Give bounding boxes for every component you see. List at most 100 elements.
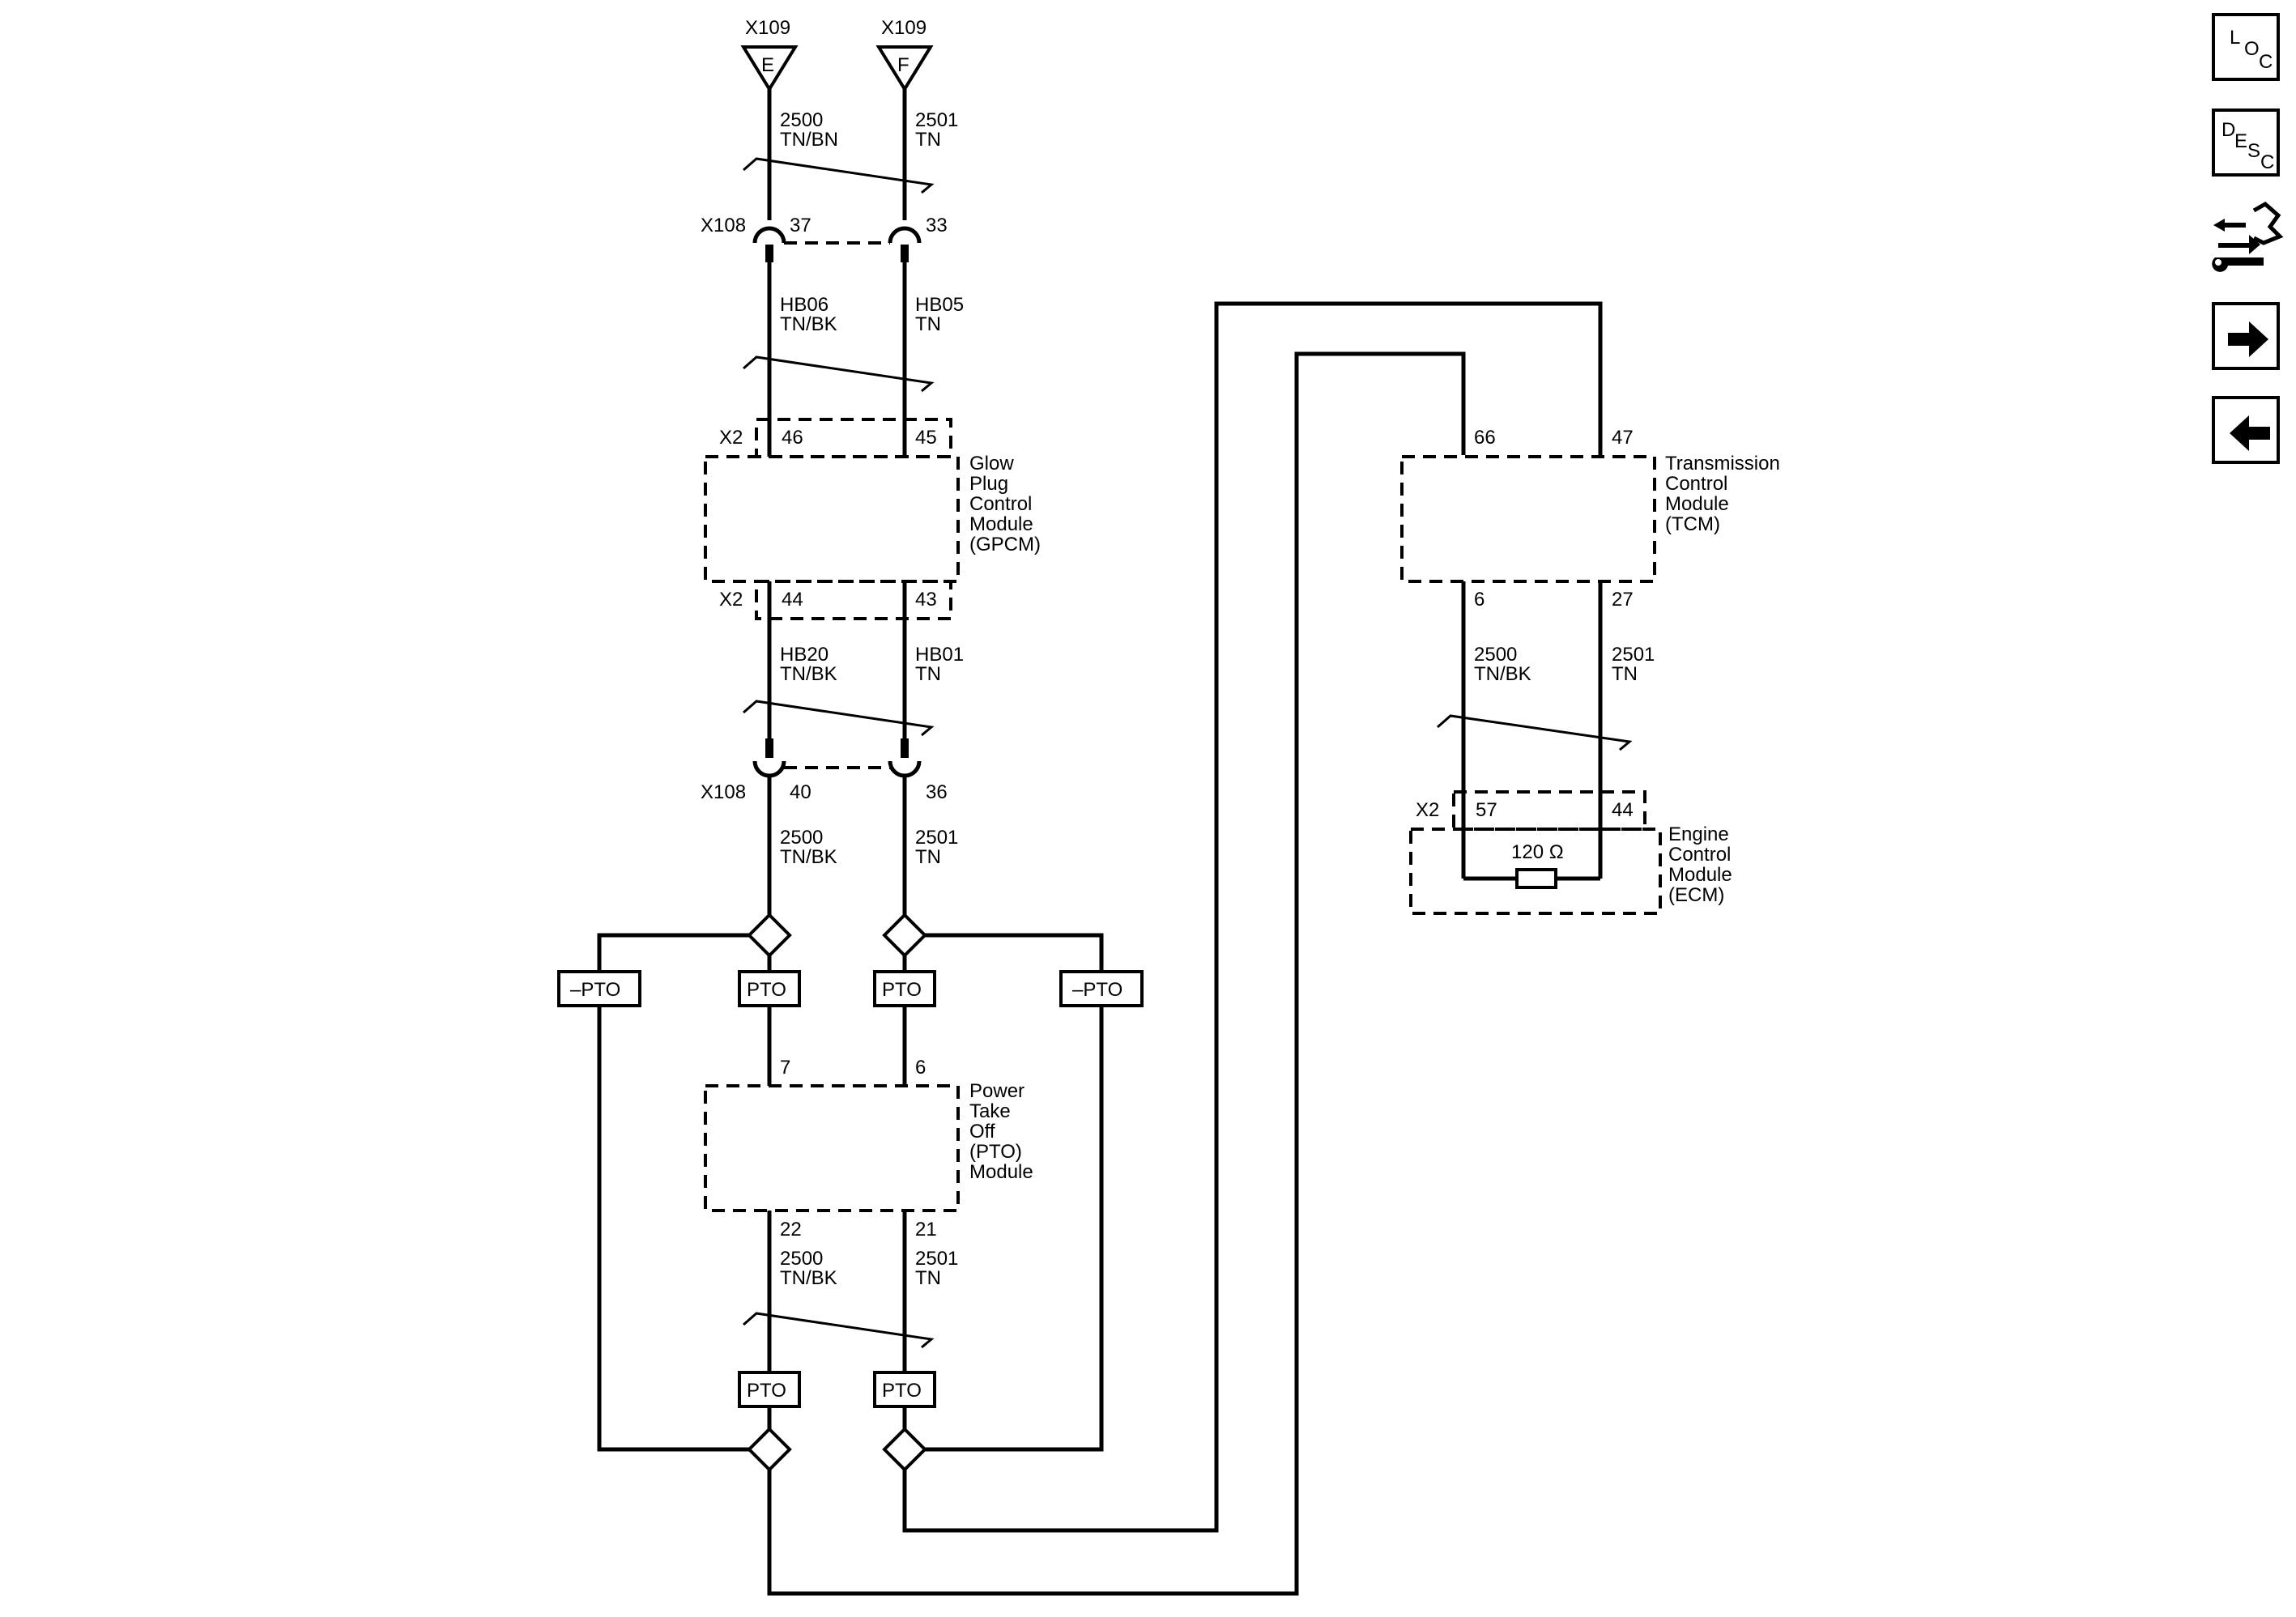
wire-hb20-circuit: HB20 xyxy=(780,644,829,666)
option-pto-left-lower[interactable]: PTO xyxy=(738,1371,801,1408)
loc-icon: L O C xyxy=(2230,27,2273,73)
connector-x108-bottom[interactable]: X108 40 36 xyxy=(701,738,948,803)
female-terminal-left xyxy=(752,226,786,244)
gpcm-label-4: Module xyxy=(969,513,1033,535)
connector-x108-bottom-pin-right: 36 xyxy=(926,781,948,803)
wire-hb05-circuit: HB05 xyxy=(915,294,964,316)
desc-icon: D E S C xyxy=(2221,119,2274,173)
option-pto-right-label: PTO xyxy=(882,979,922,1001)
pto-pin-7: 7 xyxy=(780,1057,790,1079)
connector-x109-f[interactable]: X109 F xyxy=(875,17,934,92)
connector-tool-button[interactable] xyxy=(2207,198,2285,275)
gpcm-label-1: Glow xyxy=(969,453,1014,474)
option-merge-right xyxy=(882,1427,927,1472)
male-terminal-left-2 xyxy=(765,738,773,758)
wire-2500-mid-color: TN/BK xyxy=(780,846,837,868)
next-button[interactable] xyxy=(2212,302,2280,370)
connector-x108-bottom-pin-left: 40 xyxy=(790,781,811,803)
option-pto-right-lower[interactable]: PTO xyxy=(873,1371,936,1408)
option-pto-right-lower-box xyxy=(873,1371,936,1408)
tcm-pin-66: 66 xyxy=(1474,427,1496,449)
wire-tcm-right-color: TN xyxy=(1612,663,1638,685)
loc-icon-letter-o: O xyxy=(2244,38,2260,60)
tcm-label-1: Transmission xyxy=(1665,453,1780,474)
option-pto-left[interactable]: PTO xyxy=(738,970,801,1007)
desc-icon-letter-d: D xyxy=(2221,119,2235,141)
desc-icon-letter-e: E xyxy=(2234,130,2247,152)
tcm-pin-6: 6 xyxy=(1474,589,1485,611)
wire-pto-right-circuit: 2501 xyxy=(915,1248,958,1270)
male-terminal-right xyxy=(901,245,909,262)
resistor-value: 120 Ω xyxy=(1511,841,1564,863)
option-nopto-right-label: –PTO xyxy=(1072,979,1122,1001)
twisted-pair-marker-3 xyxy=(743,700,935,737)
wire-2501-mid-circuit: 2501 xyxy=(915,827,958,849)
pto-module[interactable]: 7 6 22 21 Power Take Off (PTO) Module xyxy=(704,1057,1033,1240)
connector-x108-bottom-label: X108 xyxy=(701,781,746,803)
gpcm-module[interactable]: X2 46 45 X2 44 43 Glow Plug Control Modu… xyxy=(704,418,1041,620)
wire-2500-mid-circuit: 2500 xyxy=(780,827,823,849)
gpcm-pin-46: 46 xyxy=(782,427,803,449)
ecm-connector-label: X2 xyxy=(1416,799,1439,821)
tcm-label-2: Control xyxy=(1665,473,1727,495)
resistor-icon xyxy=(1515,868,1557,889)
wire-2501-top-color: TN xyxy=(915,129,941,151)
ecm-module[interactable]: X2 57 44 120 Ω Engine Control Module (EC… xyxy=(1409,790,1732,915)
option-pto-left-label: PTO xyxy=(747,979,786,1001)
arrow-left-icon xyxy=(2230,415,2270,451)
option-pto-right[interactable]: PTO xyxy=(873,970,936,1007)
wire-2501-mid-color: TN xyxy=(915,846,941,868)
option-nopto-left-label: –PTO xyxy=(570,979,620,1001)
connector-x109-f-label: X109 xyxy=(881,17,926,39)
wire-tcm-left-color: TN/BK xyxy=(1474,663,1531,685)
female-terminal-right-2 xyxy=(888,760,922,778)
desc-button[interactable]: D E S C xyxy=(2212,109,2280,177)
connector-x108-top-pin-right: 33 xyxy=(926,215,948,236)
option-pto-left-lower-box xyxy=(738,1371,801,1408)
desc-icon-letter-c: C xyxy=(2260,151,2274,173)
connector-x109-f-pin: F xyxy=(897,54,909,76)
twisted-pair-marker-5 xyxy=(1437,714,1633,751)
gpcm-pin-44: 44 xyxy=(782,589,803,611)
loc-button[interactable]: L O C xyxy=(2212,13,2280,81)
wire-2500-to-tcm xyxy=(767,351,1466,1596)
pto-label-2: Take xyxy=(969,1100,1011,1122)
wire-pto-right-color: TN xyxy=(915,1267,941,1289)
wire-nopto-right-upper xyxy=(925,933,1104,972)
wire-2501-top-circuit: 2501 xyxy=(915,109,958,131)
pto-label-5: Module xyxy=(969,1161,1033,1183)
connector-tool-icon xyxy=(2212,201,2284,272)
connector-f-symbol xyxy=(875,45,934,92)
option-nopto-right[interactable]: –PTO xyxy=(1059,970,1144,1007)
male-terminal-left xyxy=(765,245,773,262)
wire-hb20-color: TN/BK xyxy=(780,663,837,685)
gpcm-label-2: Plug xyxy=(969,473,1008,495)
gpcm-pin-45: 45 xyxy=(915,427,937,449)
ecm-label-2: Control xyxy=(1668,844,1731,866)
ecm-label-4: (ECM) xyxy=(1668,884,1724,906)
gpcm-label-3: Control xyxy=(969,493,1032,515)
option-nopto-left[interactable]: –PTO xyxy=(557,970,641,1007)
gpcm-bottom-connector xyxy=(755,580,952,620)
connector-x109-e[interactable]: X109 E xyxy=(740,17,799,92)
wire-hb05-color: TN xyxy=(915,313,941,335)
female-terminal-right xyxy=(888,226,922,244)
pto-pin-6: 6 xyxy=(915,1057,926,1079)
connector-x108-top[interactable]: X108 37 33 xyxy=(701,215,948,262)
option-nopto-left-box xyxy=(557,970,641,1007)
connector-x109-e-pin: E xyxy=(761,54,774,76)
pto-label-4: (PTO) xyxy=(969,1141,1022,1163)
tcm-label-3: Module xyxy=(1665,493,1729,515)
wire-tcm-left-circuit: 2500 xyxy=(1474,644,1517,666)
wire-pto-left-color: TN/BK xyxy=(780,1267,837,1289)
wire-nopto-right-bypass xyxy=(925,1006,1104,1452)
connector-x108-top-label: X108 xyxy=(701,215,746,236)
previous-button[interactable] xyxy=(2212,396,2280,464)
pto-module-body xyxy=(704,1084,960,1212)
tcm-pin-47: 47 xyxy=(1612,427,1634,449)
tcm-module[interactable]: 66 47 6 27 Transmission Control Module (… xyxy=(1400,427,1780,611)
loc-icon-letter-c: C xyxy=(2259,51,2273,73)
wire-tcm-right-circuit: 2501 xyxy=(1612,644,1655,666)
gpcm-body xyxy=(704,455,960,583)
